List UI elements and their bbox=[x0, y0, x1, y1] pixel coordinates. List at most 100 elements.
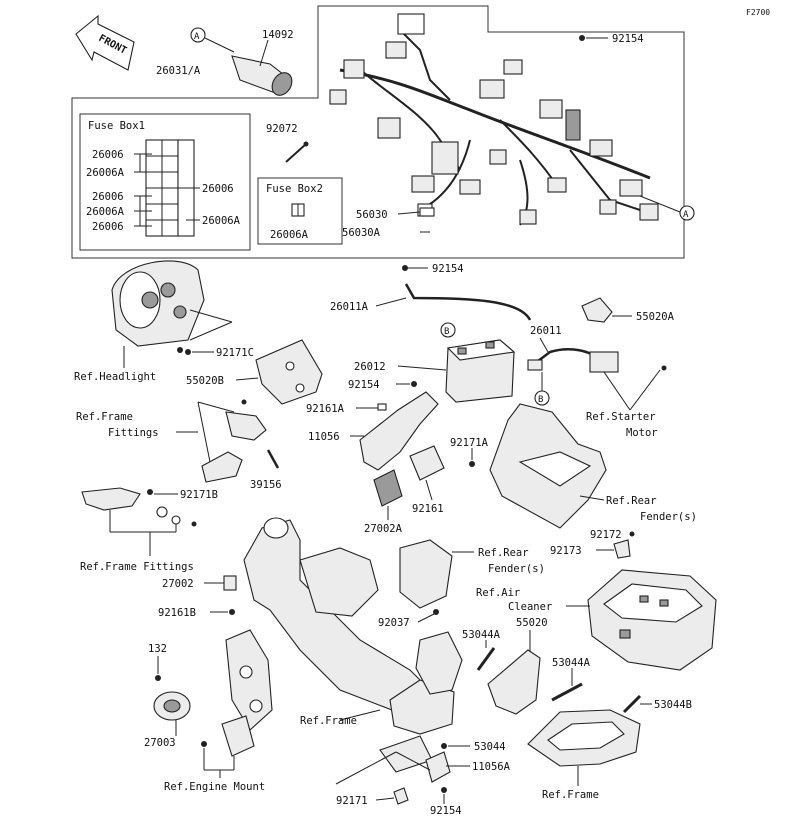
ref-headlight: Ref.Headlight bbox=[74, 371, 156, 383]
label-27002: 27002 bbox=[162, 578, 194, 590]
fuse-box1-label-4: 26006A bbox=[86, 206, 125, 218]
fuse-box1-label-5: 26006 bbox=[92, 221, 124, 233]
ref-frame-fittings-1a: Ref.Frame bbox=[76, 411, 133, 423]
ref-rear-fender-2b: Fender(s) bbox=[488, 563, 545, 575]
label-132: 132 bbox=[148, 643, 167, 655]
label-26031a: 26031/A bbox=[156, 65, 201, 77]
label-92072: 92072 bbox=[266, 123, 298, 135]
headlight-assembly: Ref.Headlight 92171C bbox=[74, 260, 254, 383]
spring-53044b: 53044B bbox=[622, 694, 692, 714]
fuse-box1-label-3: 26006 bbox=[92, 191, 124, 203]
label-92037: 92037 bbox=[378, 617, 410, 629]
ref-air-cleaner-b: Cleaner bbox=[508, 601, 552, 613]
label-55020a: 55020A bbox=[636, 311, 675, 323]
part-39156: 39156 bbox=[250, 449, 282, 491]
ref-starter-motor-b: Motor bbox=[626, 427, 658, 439]
label-11056: 11056 bbox=[308, 431, 340, 443]
fuse-box2-label: 26006A bbox=[270, 229, 309, 241]
diagram-code: F2700 bbox=[746, 8, 770, 17]
cover-55020a: 55020A bbox=[581, 297, 675, 323]
label-92171a: 92171A bbox=[450, 437, 489, 449]
bolt-92171a: 92171A bbox=[450, 437, 489, 467]
pin-53044a-second: 53044A bbox=[551, 657, 591, 702]
ref-frame-1: Ref.Frame bbox=[300, 715, 357, 727]
label-27003: 27003 bbox=[144, 737, 176, 749]
air-cleaner-bracket: Ref.Rear Fender(s) Ref.Air Cleaner 92037 bbox=[378, 539, 552, 629]
callout-a-right: A bbox=[683, 210, 689, 220]
label-92173: 92173 bbox=[550, 545, 582, 557]
wire-tie-92072: 92072 bbox=[266, 123, 309, 163]
label-26011a: 26011A bbox=[330, 301, 369, 313]
callout-a-top: A bbox=[194, 32, 200, 42]
label-27002a: 27002A bbox=[364, 523, 403, 535]
label-53044: 53044 bbox=[474, 741, 506, 753]
pad-92161: 92161 bbox=[409, 445, 445, 515]
clip-92172-92173: 92172 92173 bbox=[550, 529, 635, 559]
frame-fittings-upper: Ref.Frame Fittings bbox=[76, 399, 267, 483]
pad-27002a: 27002A bbox=[364, 469, 403, 535]
relay-14092: A 14092 26031/A bbox=[156, 27, 294, 96]
bracket-55020b: 55020B bbox=[186, 339, 323, 405]
callout-b-battery: B bbox=[444, 327, 449, 337]
label-92171c: 92171C bbox=[216, 347, 254, 359]
ref-rear-fender-1b: Fender(s) bbox=[640, 511, 697, 523]
frame-fittings-lower: 92171B Ref.Frame Fittings bbox=[80, 487, 218, 573]
fuse-box1-label-1: 26006 bbox=[92, 149, 124, 161]
label-92172: 92172 bbox=[590, 529, 622, 541]
label-92154-b: 92154 bbox=[432, 263, 464, 275]
ref-rear-fender-2a: Ref.Rear bbox=[478, 547, 529, 559]
label-53044b: 53044B bbox=[654, 699, 692, 711]
label-92154-d: 92154 bbox=[430, 805, 462, 817]
harness-outline-box bbox=[71, 5, 685, 259]
ref-frame-fittings-1b: Fittings bbox=[108, 427, 159, 439]
label-55020: 55020 bbox=[516, 617, 548, 629]
main-frame: Ref.Frame bbox=[225, 517, 463, 773]
plate-55020: 55020 bbox=[487, 617, 548, 715]
callout-b-starter: B bbox=[538, 395, 543, 405]
fuse-box1-label-6: 26006 bbox=[202, 183, 234, 195]
label-56030a: 56030A bbox=[342, 227, 381, 239]
front-direction-arrow: FRONT bbox=[75, 14, 135, 71]
main-wiring-harness: 92154 A 56030 56030A bbox=[329, 13, 695, 239]
label-39156: 39156 bbox=[250, 479, 282, 491]
rear-fender-inner: Ref.Rear Fender(s) bbox=[489, 403, 697, 529]
fuse-box1-panel: Fuse Box1 26006 26006A 26006 26006A 2600… bbox=[79, 113, 251, 251]
label-92161b: 92161B bbox=[158, 607, 196, 619]
label-92171b: 92171B bbox=[180, 489, 218, 501]
fuse-box1-label-7: 26006A bbox=[202, 215, 241, 227]
label-92154-c: 92154 bbox=[348, 379, 380, 391]
starter-cable-26011: 26011 B Ref.Starter Motor bbox=[527, 325, 667, 439]
ref-rear-fender-1a: Ref.Rear bbox=[606, 495, 657, 507]
fuse-box1-label-2: 26006A bbox=[86, 167, 125, 179]
label-92171: 92171 bbox=[336, 795, 368, 807]
bracket-11056: 92161A 11056 bbox=[306, 391, 439, 471]
label-92161a: 92161A bbox=[306, 403, 345, 415]
label-55020b: 55020B bbox=[186, 375, 224, 387]
fuse-box2-panel: Fuse Box2 26006A bbox=[257, 177, 343, 245]
label-26012: 26012 bbox=[354, 361, 386, 373]
ref-engine-mount: Ref.Engine Mount bbox=[164, 781, 265, 793]
fuse-box1-title: Fuse Box1 bbox=[88, 120, 145, 132]
label-92161: 92161 bbox=[412, 503, 444, 515]
pad-27002: 27002 92161B bbox=[158, 575, 237, 619]
battery-26012: B 26012 92154 bbox=[348, 322, 516, 403]
rear-frame-lower: Ref.Frame bbox=[527, 709, 641, 801]
label-92154-top: 92154 bbox=[612, 33, 644, 45]
label-56030: 56030 bbox=[356, 209, 388, 221]
ref-frame-fittings-2: Ref.Frame Fittings bbox=[80, 561, 194, 573]
ref-air-cleaner-a: Ref.Air bbox=[476, 587, 520, 599]
air-cleaner-housing bbox=[566, 569, 717, 671]
bottom-bracket-parts: 53044 11056A 92171 92154 bbox=[335, 741, 511, 817]
battery-cable-26011a: 92154 26011A bbox=[330, 263, 532, 321]
engine-mount-parts: 132 27003 Ref.Engine Mount bbox=[144, 643, 265, 793]
label-11056a: 11056A bbox=[472, 761, 511, 773]
ref-starter-motor-a: Ref.Starter bbox=[586, 411, 656, 423]
fuse-box2-title: Fuse Box2 bbox=[266, 183, 323, 195]
label-14092: 14092 bbox=[262, 29, 294, 41]
label-53044a-2: 53044A bbox=[552, 657, 591, 669]
label-53044a: 53044A bbox=[462, 629, 501, 641]
label-26011: 26011 bbox=[530, 325, 562, 337]
pin-53044a: 53044A bbox=[462, 629, 501, 671]
ref-frame-2: Ref.Frame bbox=[542, 789, 599, 801]
